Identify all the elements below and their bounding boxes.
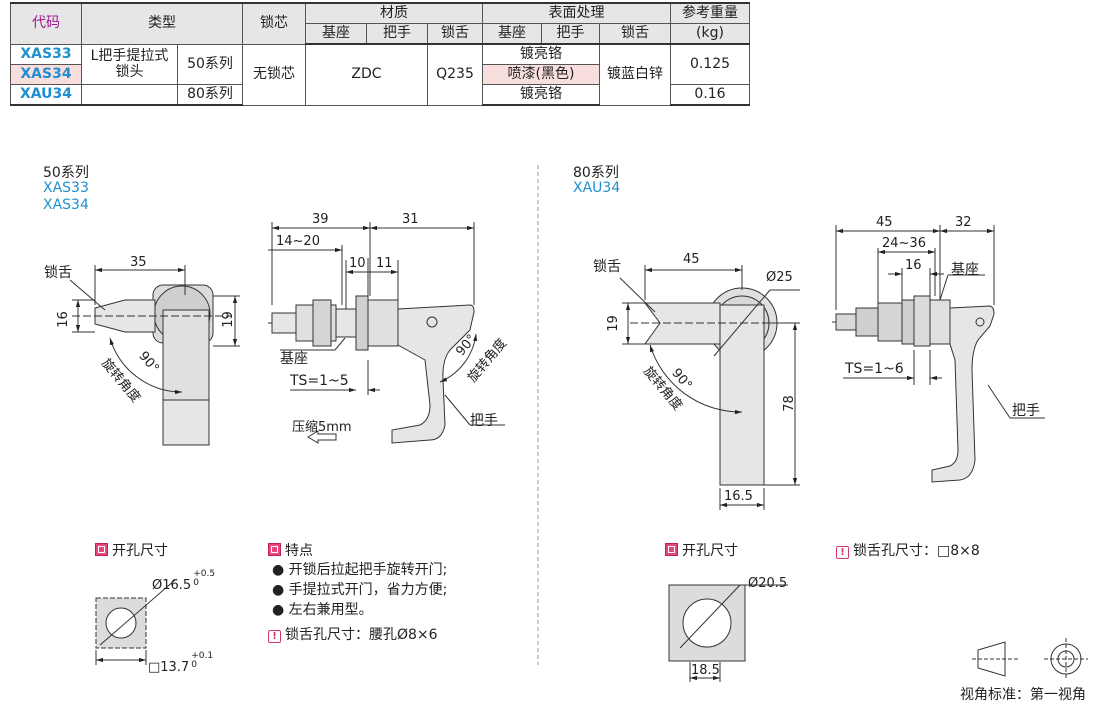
spec-table: 代码 类型 锁芯 材质 表面处理 参考重量 基座 把手 锁舌 基座 把手 锁舌 …: [10, 2, 750, 106]
right-cutout-dia: Ø20.5: [748, 576, 788, 591]
feature-item: ● 开锁后拉起把手旋转开门;: [272, 562, 448, 578]
dim-16-side: 16: [905, 258, 922, 273]
handle-shape: [391, 304, 475, 444]
row-code: XAU34: [10, 84, 82, 106]
label-handle: 把手: [470, 413, 498, 429]
dim-10: 10: [349, 256, 366, 271]
tongue-shape: [94, 299, 156, 333]
surface-2: 喷漆(黑色): [482, 64, 600, 85]
warning-icon: !: [836, 546, 849, 559]
right-code: XAU34: [573, 180, 621, 196]
dim-32: 32: [955, 215, 972, 230]
label-handle-right: 把手: [1012, 403, 1040, 419]
left-cutout-drawing: [95, 579, 176, 665]
square-bullet-icon: [665, 543, 678, 556]
feature-item: ● 手提拉式开门，省力方便;: [272, 582, 448, 598]
row-code: XAS33: [10, 43, 82, 65]
dim-19: 19: [220, 311, 236, 328]
dim-35: 35: [130, 255, 147, 270]
dim-16: 16: [55, 311, 71, 328]
left-code-1: XAS33: [43, 180, 89, 196]
col-code: 代码: [10, 2, 82, 45]
row-code: XAS34: [10, 64, 82, 85]
left-series-label: 50系列: [43, 165, 89, 181]
surface-3: 镀亮铬: [482, 84, 600, 106]
dim-14-20: 14~20: [276, 234, 320, 249]
label-base-right: 基座: [951, 262, 979, 278]
square-bullet-icon: [268, 543, 281, 556]
feature-item: ● 左右兼用型。: [272, 602, 373, 618]
dim-39: 39: [312, 212, 329, 227]
square-bullet-icon: [95, 543, 108, 556]
left-code-2: XAS34: [43, 197, 89, 213]
left-front-view: [69, 265, 240, 446]
right-side-view: [832, 225, 1045, 483]
col-surface-tongue: 锁舌: [599, 23, 671, 45]
label-ts-right: TS=1~6: [845, 361, 904, 377]
left-side-view: [268, 222, 505, 444]
left-cutout-title: 开孔尺寸: [95, 540, 168, 560]
col-weight-unit: (kg): [670, 23, 750, 45]
col-material-handle: 把手: [366, 23, 428, 45]
dim-19-right: 19: [605, 315, 621, 332]
col-surface: 表面处理: [482, 2, 671, 24]
label-tongue: 锁舌: [44, 265, 72, 281]
col-surface-base: 基座: [482, 23, 542, 45]
right-cutout-drawing: [668, 584, 788, 682]
dim-45-front: 45: [683, 252, 700, 267]
features-list: ● 开锁后拉起把手旋转开门; ● 手提拉式开门，省力方便; ● 左右兼用型。: [272, 560, 447, 620]
type-main: L把手提拉式 锁头: [81, 43, 178, 85]
tongue-shape: [644, 302, 721, 345]
handle-shape: [931, 305, 995, 483]
dim-78: 78: [781, 395, 797, 412]
col-weight: 参考重量: [670, 2, 750, 24]
surface-1: 镀亮铬: [482, 43, 600, 65]
label-ts: TS=1~5: [290, 373, 349, 389]
right-tongue-hole: !锁舌孔尺寸：□8×8: [836, 540, 980, 560]
dim-16-5: 16.5: [724, 489, 753, 504]
features-title: 特点: [268, 540, 313, 560]
label-base: 基座: [280, 351, 308, 367]
col-material-tongue: 锁舌: [427, 23, 483, 45]
dim-24-36: 24~36: [882, 236, 926, 251]
handle-body: [719, 304, 765, 486]
dim-11: 11: [376, 256, 393, 271]
surface-tongue: 镀蓝白锌: [599, 43, 671, 106]
core-value: 无锁芯: [242, 43, 306, 106]
label-tongue-right: 锁舌: [593, 259, 621, 275]
right-cutout-title: 开孔尺寸: [665, 540, 738, 560]
projection-label: 视角标准：第一视角: [960, 687, 1086, 703]
right-series-label: 80系列: [573, 165, 619, 181]
dim-31: 31: [402, 212, 419, 227]
right-front-view: [619, 265, 800, 510]
material-q235: Q235: [427, 43, 483, 106]
left-tongue-hole: !锁舌孔尺寸：腰孔Ø8×6: [268, 624, 438, 644]
weight-50: 0.125: [670, 43, 750, 85]
col-material-base: 基座: [305, 23, 367, 45]
warning-icon: !: [268, 630, 281, 643]
dim-dia-25: Ø25: [766, 270, 793, 285]
first-angle-projection-symbol: [972, 638, 1088, 680]
material-zdc: ZDC: [305, 43, 428, 106]
weight-80: 0.16: [670, 84, 750, 106]
col-material: 材质: [305, 2, 483, 24]
right-cutout-square: 18.5: [691, 663, 720, 678]
series-80: 80系列: [177, 84, 243, 106]
dim-45-side: 45: [876, 215, 893, 230]
col-surface-handle: 把手: [541, 23, 600, 45]
label-compress: 压缩5mm: [292, 420, 352, 435]
